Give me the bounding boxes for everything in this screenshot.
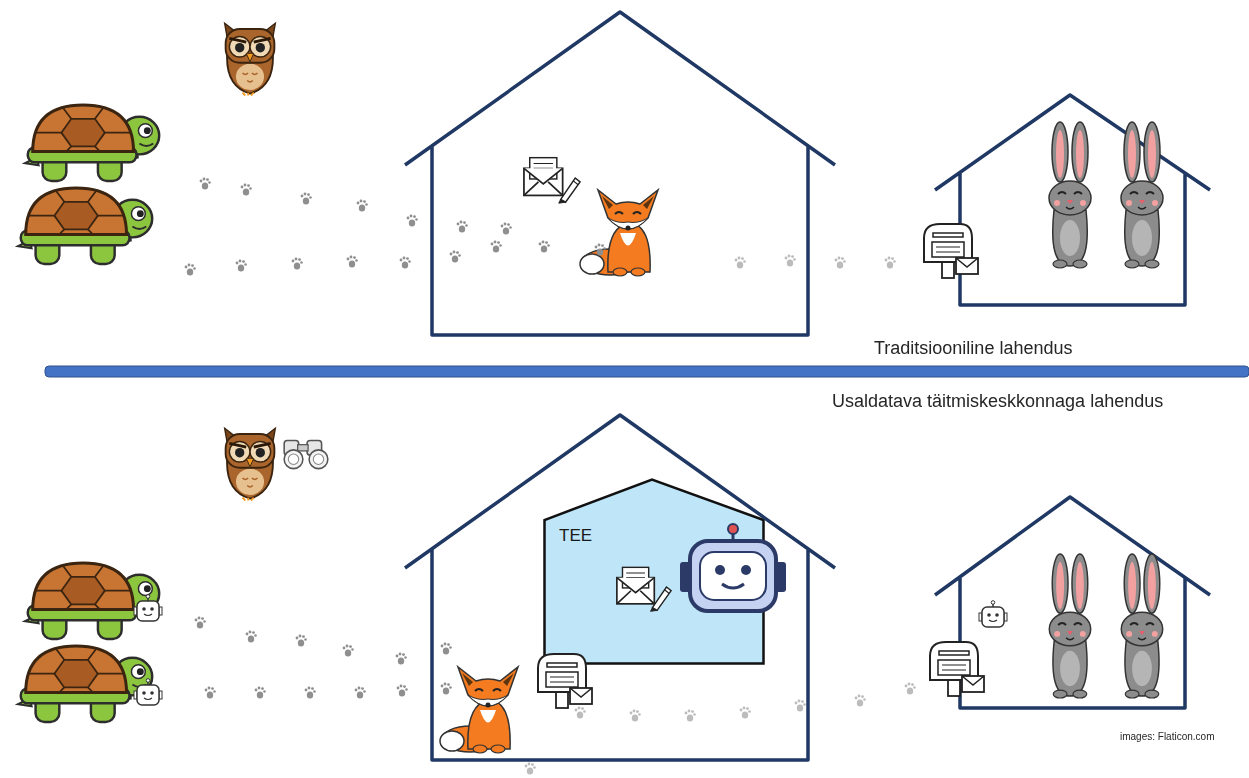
robot-small-icon [979, 601, 1007, 627]
node-outline [543, 478, 765, 665]
mailbox-icon [930, 642, 984, 696]
footprint-trail [735, 255, 896, 269]
mailbox-icon [538, 654, 592, 708]
footprint-trail [185, 178, 606, 276]
owl-icon [225, 428, 276, 500]
tee-box: TEE [543, 478, 765, 665]
section-label: Usaldatava täitmiskeskkonnaga lahendus [832, 391, 1163, 412]
house-outline [935, 497, 1210, 708]
rabbit-icon [1049, 554, 1090, 698]
robot-icon [680, 524, 786, 611]
mailbox-icon [924, 224, 978, 278]
robot-small-icon [134, 679, 162, 705]
separator-band [45, 366, 1249, 377]
footprint-trail [195, 617, 452, 699]
section-label: Traditsiooniline lahendus [874, 338, 1072, 359]
credit-note: images: Flaticon.com [1120, 731, 1214, 742]
fox-icon [580, 190, 658, 276]
rabbit-icon [1049, 122, 1091, 268]
rabbit-icon [1121, 554, 1162, 698]
house-outline [405, 12, 835, 335]
node-title: TEE [559, 526, 592, 546]
turtle-icon [25, 105, 159, 181]
turtle-icon [18, 188, 152, 264]
binoculars-icon [284, 441, 328, 469]
letter-icon [617, 567, 671, 611]
house-outline [405, 415, 835, 760]
tee-outline [545, 480, 764, 664]
rabbit-icon [1121, 122, 1163, 268]
footprint-trail [525, 683, 916, 775]
letter-icon [524, 158, 580, 203]
fox-icon [440, 667, 518, 753]
house-outline [935, 95, 1210, 305]
robot-small-icon [134, 595, 162, 621]
owl-icon [225, 23, 276, 95]
turtle-icon [25, 563, 159, 639]
turtle-icon [18, 646, 152, 722]
